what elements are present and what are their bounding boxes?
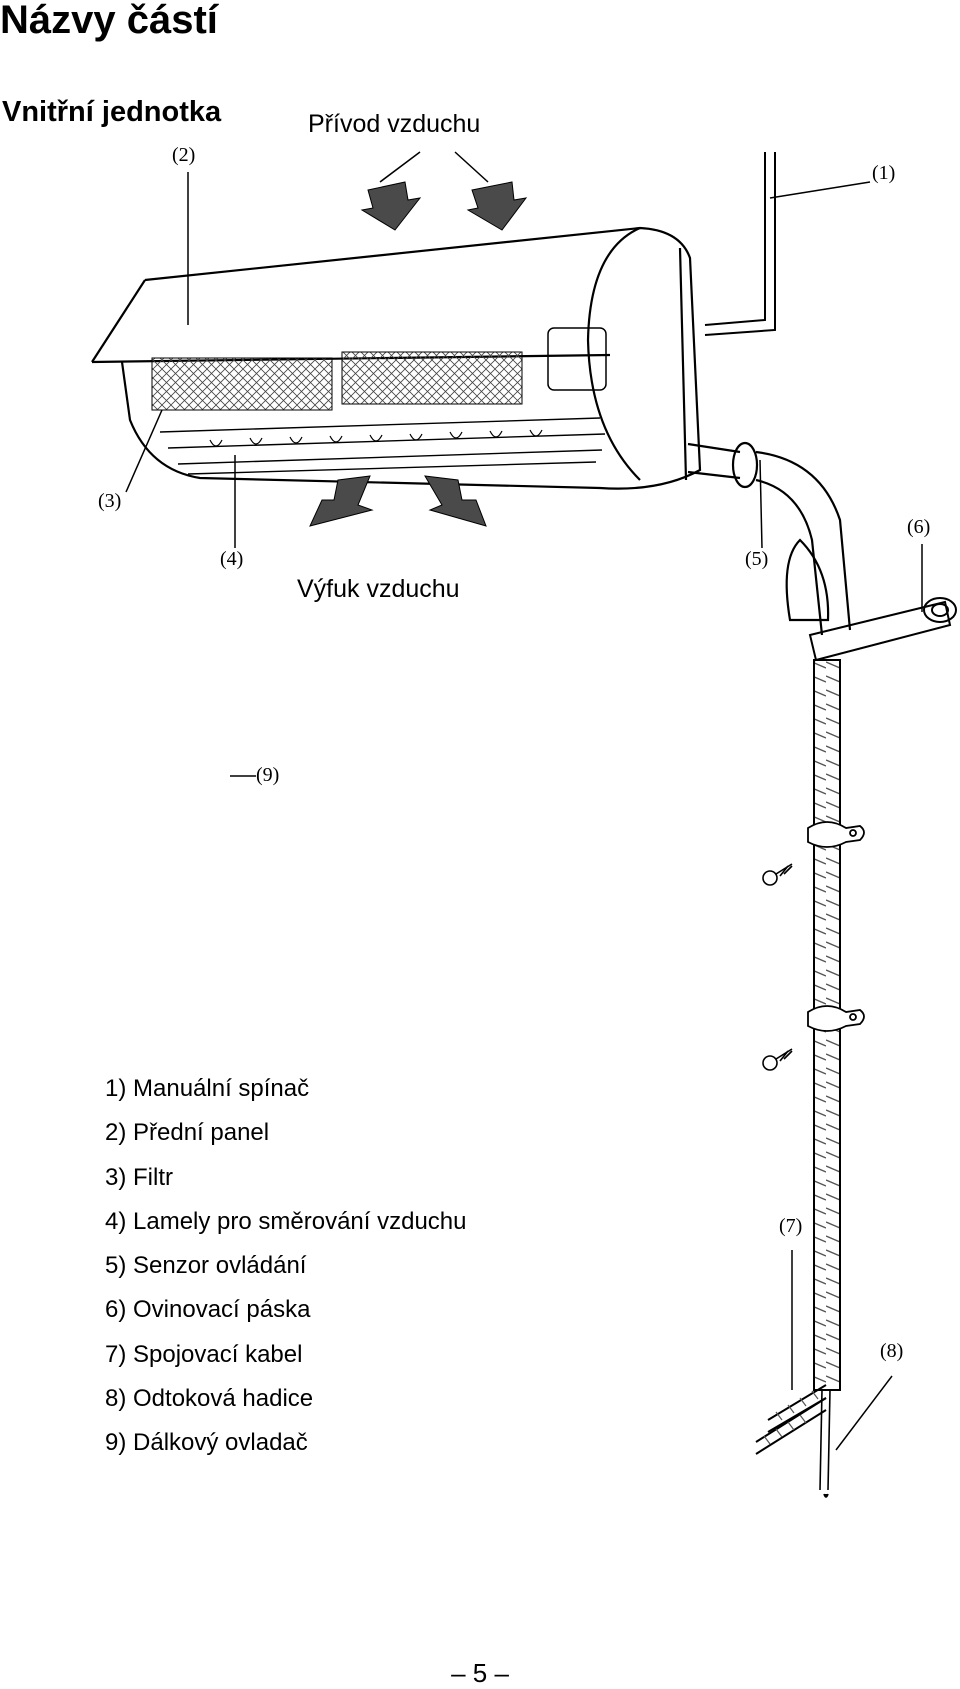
display-window xyxy=(547,327,607,391)
callout-5: (5) xyxy=(745,548,769,570)
filter-mesh-right xyxy=(341,351,523,405)
piping-elbow xyxy=(687,441,852,636)
louver-blades xyxy=(209,429,543,447)
cable-coils xyxy=(763,1390,819,1445)
callout-9: (9) xyxy=(256,764,280,786)
air-intake-arrows xyxy=(360,181,528,231)
page-number: – 5 – xyxy=(451,1658,509,1688)
louvers xyxy=(159,417,606,475)
air-intake-label: Přívod vzduchu xyxy=(308,110,481,138)
section-title: Vnitřní jednotka xyxy=(2,96,222,128)
filter-mesh-left xyxy=(151,357,333,411)
legend-item: 3) Filtr xyxy=(105,1163,173,1191)
leader-line-1 xyxy=(769,181,871,199)
wrapping-tape xyxy=(808,597,957,662)
callout-4: (4) xyxy=(220,548,244,570)
legend-item: 9) Dálkový ovladač xyxy=(105,1429,308,1457)
legend-item: 8) Odtoková hadice xyxy=(105,1385,314,1413)
intake-leader-lines xyxy=(379,151,489,183)
legend-item: 6) Ovinovací páska xyxy=(105,1296,311,1324)
hose-clamps xyxy=(807,821,865,1032)
page-title: Názvy částí xyxy=(0,0,218,42)
screws xyxy=(762,863,793,1071)
air-outlet-label: Výfuk vzduchu xyxy=(297,575,460,603)
callout-8: (8) xyxy=(880,1340,904,1362)
callout-2: (2) xyxy=(172,144,196,166)
callout-6: (6) xyxy=(907,516,931,538)
air-outlet-arrows xyxy=(309,475,487,527)
legend-item: 4) Lamely pro směrování vzduchu xyxy=(105,1207,467,1235)
legend-item: 7) Spojovací kabel xyxy=(105,1340,303,1368)
manual-switch-pipe xyxy=(704,152,776,336)
parts-legend: 1) Manuální spínač 2) Přední panel 3) Fi… xyxy=(105,1067,467,1466)
callout-7: (7) xyxy=(779,1215,803,1237)
cable-ends xyxy=(755,1384,827,1455)
leader-lines xyxy=(125,172,923,1451)
legend-item: 2) Přední panel xyxy=(105,1119,270,1147)
drain-hose-end xyxy=(819,1389,831,1498)
legend-item: 1) Manuální spínač xyxy=(105,1075,310,1102)
callout-1: (1) xyxy=(872,162,896,184)
legend-item: 5) Senzor ovládání xyxy=(105,1252,307,1280)
callout-3: (3) xyxy=(98,490,122,512)
